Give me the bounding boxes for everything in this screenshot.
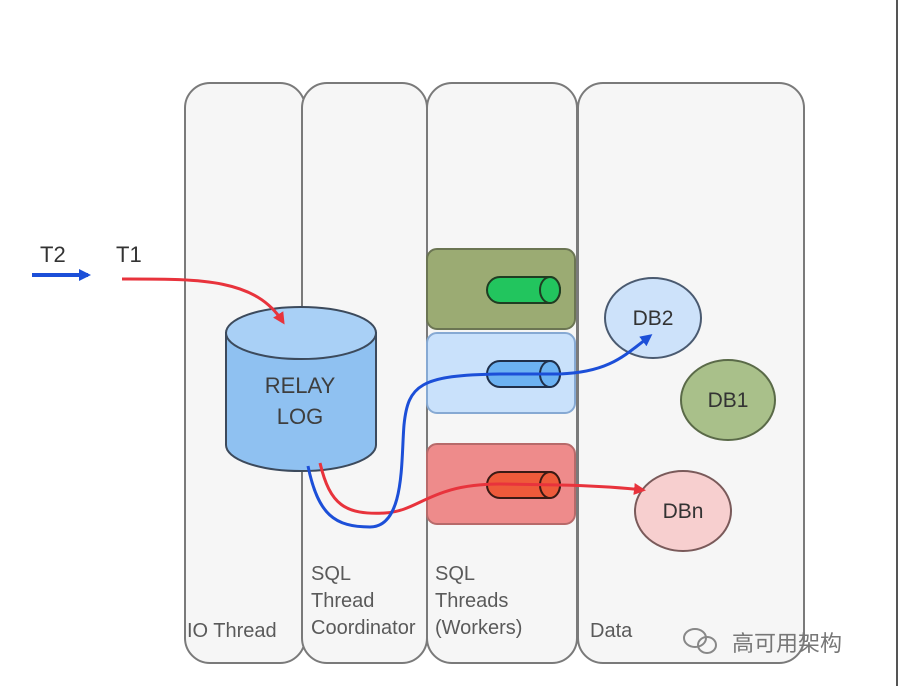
sql-workers-label: SQL Threads (Workers) [435, 563, 523, 639]
dbn-label: DBn [663, 500, 704, 523]
t1-flow-to-dbn [318, 462, 646, 515]
io-thread-label: IO Thread [187, 620, 277, 642]
t1-flow-to-relay-log [121, 277, 285, 325]
wechat-icon [683, 628, 717, 654]
t1-label: T1 [116, 242, 142, 267]
db2-label: DB2 [633, 307, 674, 330]
sql-coordinator-label: SQL Thread Coordinator [311, 563, 416, 639]
db1-label: DB1 [708, 389, 749, 412]
db1-node: DB1 [680, 359, 776, 441]
t2-label: T2 [40, 242, 66, 267]
dbn-node: DBn [634, 470, 732, 552]
right-border [896, 0, 898, 686]
relay-log-cylinder: RELAY LOG [225, 306, 377, 472]
data-lane-label: Data [590, 620, 633, 642]
relay-log-line1: RELAY [265, 373, 336, 398]
watermark-text: 高可用架构 [732, 631, 843, 656]
green-pipe-icon [486, 276, 561, 304]
db2-node: DB2 [604, 277, 702, 359]
relay-log-line2: LOG [277, 404, 323, 429]
t2-flow-to-db2 [306, 334, 653, 529]
